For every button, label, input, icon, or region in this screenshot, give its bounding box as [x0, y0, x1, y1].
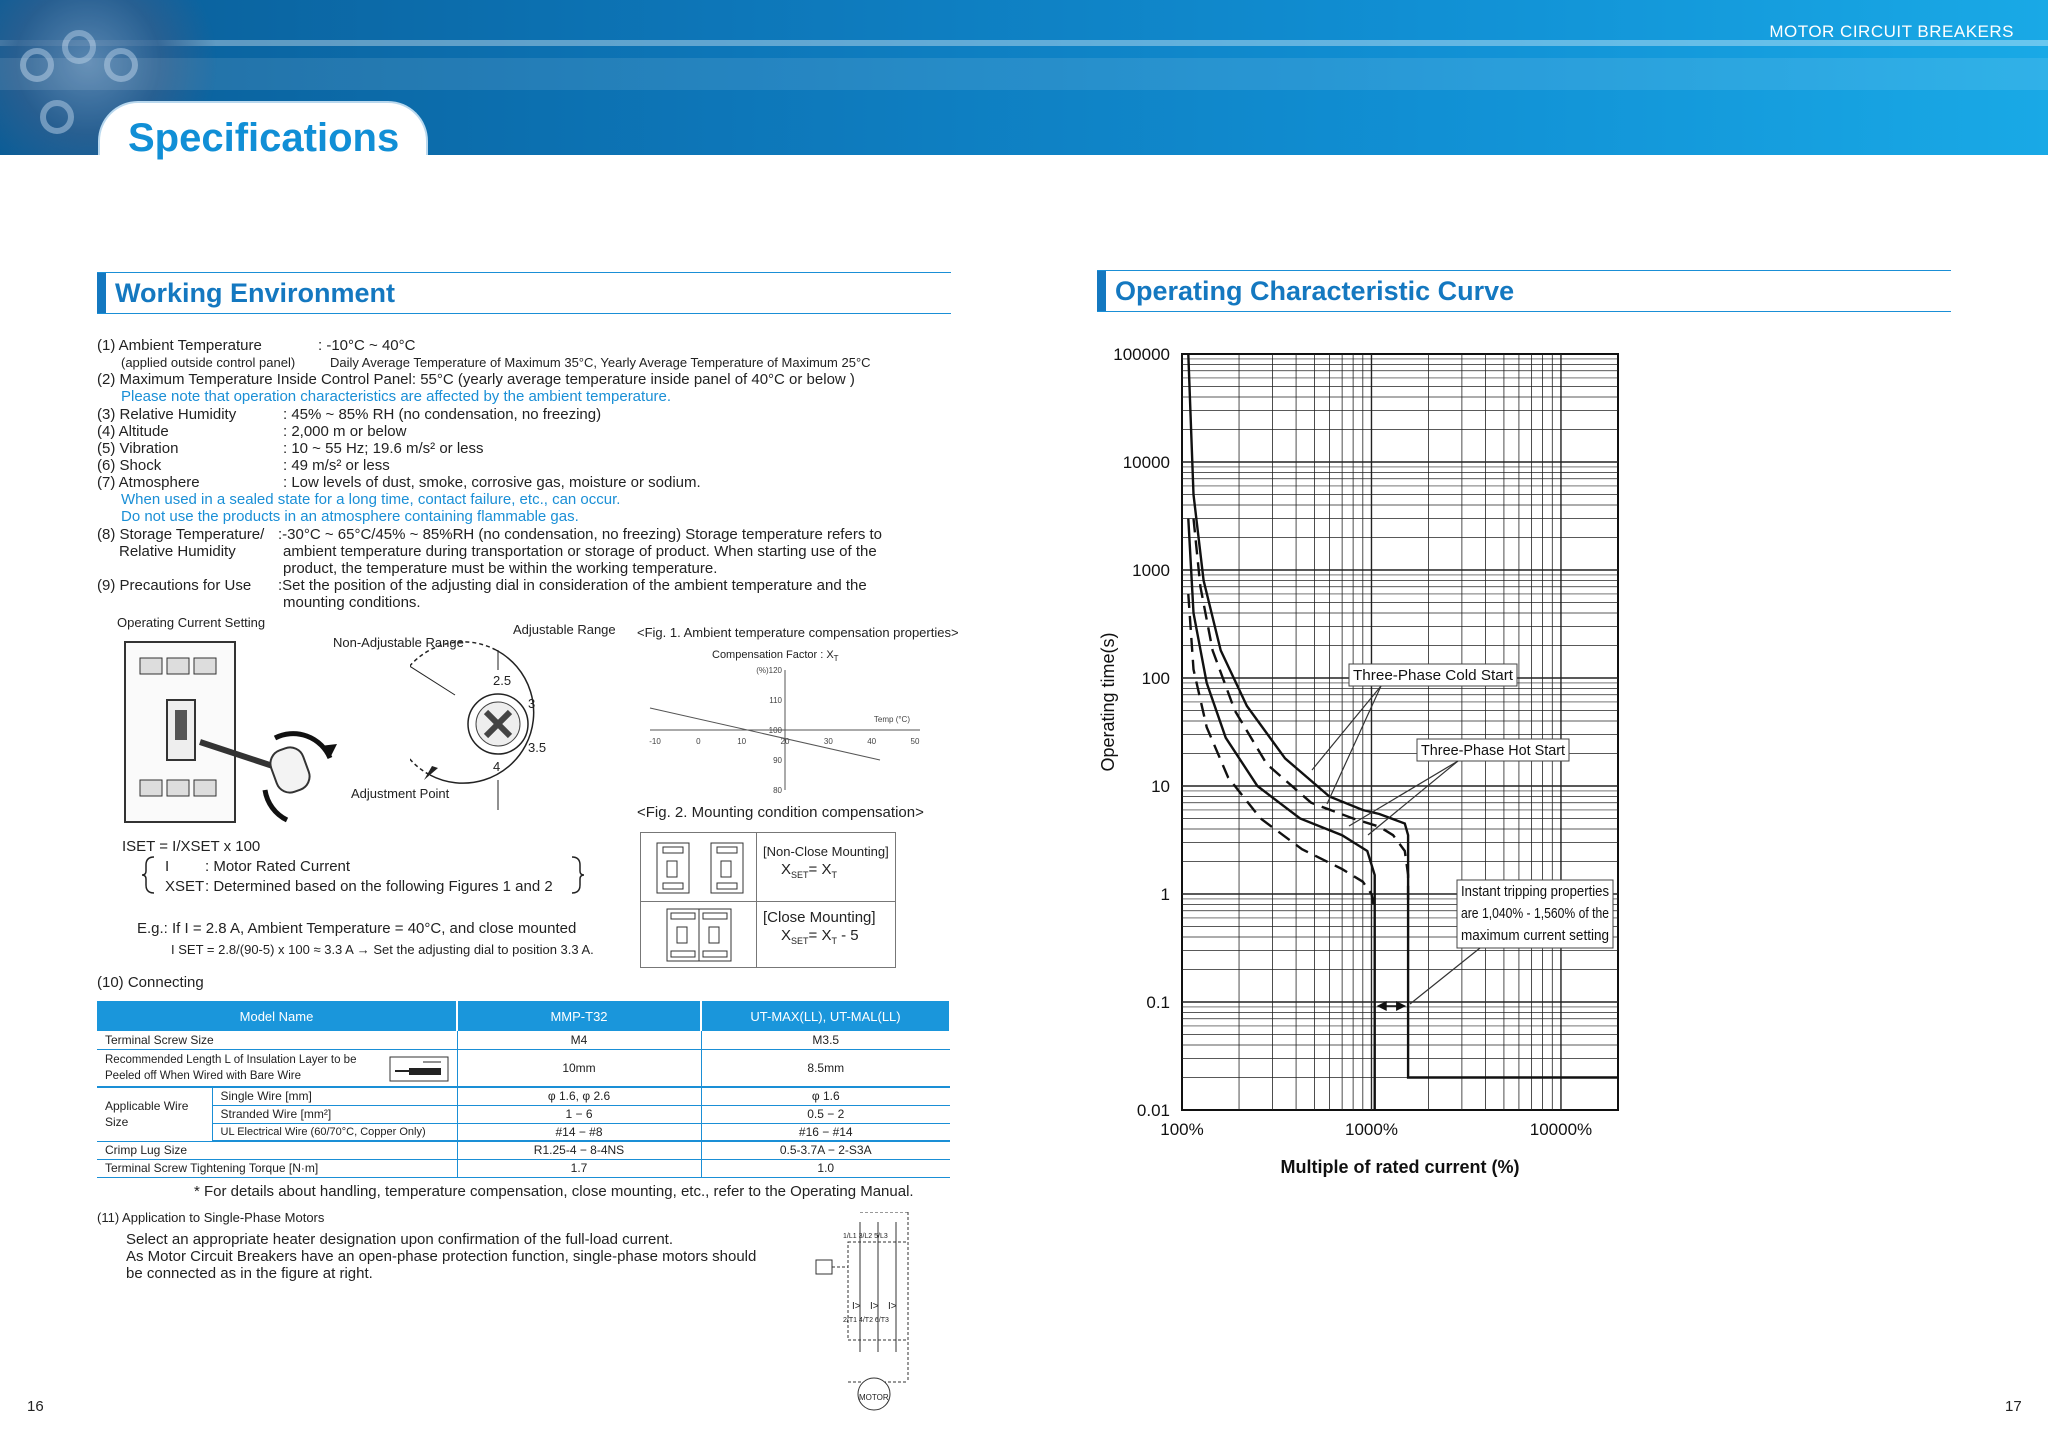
- section-working-environment: Working Environment: [97, 272, 951, 314]
- breaker-illustration: [124, 641, 337, 823]
- fig1-x-tick: 10: [737, 737, 746, 746]
- single-phase-wiring-diagram: [815, 1212, 909, 1411]
- y-tick-label: 1: [1161, 885, 1170, 904]
- non-adjustable-label: Non-Adjustable Range: [333, 635, 464, 650]
- close-mounting-icon: [666, 908, 732, 962]
- y-tick-label: 1000: [1132, 561, 1170, 580]
- fig1-x-tick: 50: [911, 737, 920, 746]
- fig1-x-tick: 30: [824, 737, 833, 746]
- arrow-head: [1376, 1001, 1387, 1011]
- brand-label: MOTOR CIRCUIT BREAKERS: [1769, 22, 2014, 41]
- x-axis-label: Multiple of rated current (%): [1280, 1157, 1519, 1177]
- leader-line: [1348, 760, 1459, 827]
- section-title: Working Environment: [115, 278, 396, 308]
- y-tick-label: 100000: [1113, 345, 1170, 364]
- curve-series: [1187, 518, 1376, 1110]
- dial-mark: 3.5: [528, 740, 547, 755]
- annotation-hot-start: Three-Phase Hot Start: [1421, 742, 1566, 759]
- connecting-table: Model Name MMP-T32 UT-MAX(LL), UT-MAL(LL…: [97, 1001, 951, 1178]
- annotation-cold-start-box: [1348, 663, 1518, 687]
- adjustable-label: Adjustable Range: [513, 622, 616, 637]
- fig1-y-tick: 100: [769, 726, 783, 735]
- y-tick-label: 0.01: [1137, 1101, 1170, 1120]
- non-close-mounting-icon: [656, 842, 744, 894]
- dial-mark: 2.5: [493, 673, 512, 688]
- curve-series: [1187, 593, 1376, 911]
- leader-line: [1311, 685, 1382, 771]
- fig1-x-tick: 40: [867, 737, 876, 746]
- leader-line: [1367, 760, 1459, 836]
- wire-length-icon: [389, 1056, 449, 1081]
- dial-mark: 4: [493, 759, 501, 774]
- annotation-instant-trip: Instant tripping properties: [1461, 883, 1609, 900]
- fig2-title: <Fig. 2. Mounting condition compensation…: [637, 804, 924, 821]
- fig1-y-tick: (%)120: [756, 666, 782, 675]
- x-tick-label: 10000%: [1530, 1120, 1592, 1139]
- x-tick-label: 1000%: [1345, 1120, 1398, 1139]
- y-tick-label: 0.1: [1146, 993, 1170, 1012]
- fig2-table: [Non-Close Mounting] XSET= XT [Close Mou…: [640, 832, 896, 968]
- fig1-x-tick: 0: [696, 737, 701, 746]
- adjusting-dial: [410, 641, 535, 810]
- operating-current-label: Operating Current Setting: [117, 615, 266, 630]
- fig1-y-tick: 80: [773, 786, 782, 795]
- fig1-factor: Compensation Factor : X: [712, 649, 834, 661]
- annotation-instant-trip: maximum current setting: [1461, 927, 1609, 944]
- annotation-hot-start-box: [1416, 738, 1570, 762]
- fig1-x-tick: 20: [781, 737, 790, 746]
- arrow-head: [1396, 1001, 1407, 1011]
- fig1-y-tick: 90: [773, 756, 782, 765]
- fig1-temperature-chart: -10 0 10 20 30 40 50 (%)120 110 100 90 80 Temp (°C): [649, 666, 920, 795]
- non-close-label: [Non-Close Mounting]: [763, 844, 889, 859]
- leader-line: [1326, 685, 1382, 805]
- fig1-title: <Fig. 1. Ambient temperature compensatio…: [637, 625, 959, 640]
- annotation-instant-trip-box: [1456, 879, 1614, 949]
- page-title: Specifications: [128, 116, 400, 160]
- page-number-left: 16: [27, 1398, 44, 1415]
- dial-mark: 3: [528, 696, 536, 711]
- section-operating-curve: Operating Characteristic Curve: [1097, 270, 1951, 312]
- fig1-y-tick: 110: [769, 696, 782, 705]
- annotation-cold-start: Three-Phase Cold Start: [1353, 667, 1514, 684]
- fig1-compensation-line: [649, 707, 881, 761]
- y-axis-label: Operating time(s): [1098, 632, 1118, 771]
- brace-right: [571, 856, 584, 894]
- close-label: [Close Mounting]: [763, 909, 876, 926]
- example-calc: I SET = 2.8/(90-5) x 100 ≈ 3.3 A → Set t…: [171, 942, 594, 957]
- y-tick-label: 10: [1151, 777, 1170, 796]
- page-number-right: 17: [2005, 1398, 2022, 1415]
- y-tick-label: 100: [1142, 669, 1170, 688]
- adjustment-point-label: Adjustment Point: [351, 786, 450, 801]
- x-tick-label: 100%: [1160, 1120, 1203, 1139]
- chart-frame: [1181, 353, 1619, 1111]
- brace-left: [142, 856, 155, 894]
- fig1-axis-label: Temp (°C): [874, 715, 910, 724]
- curve-series: [1187, 353, 1618, 1079]
- fig1-x-tick: -10: [649, 737, 661, 746]
- footnote: * For details about handling, temperatur…: [194, 1183, 914, 1200]
- iset-formula: ISET = I/XSET x 100: [122, 838, 261, 855]
- annotation-instant-trip: are 1,040% - 1,560% of the: [1461, 905, 1609, 922]
- y-tick-label: 10000: [1123, 453, 1170, 472]
- section-title: Operating Characteristic Curve: [1115, 276, 1515, 306]
- leader-line: [1409, 947, 1481, 1005]
- example-line: E.g.: If I = 2.8 A, Ambient Temperature …: [137, 920, 577, 937]
- motor-label: MOTOR: [859, 1393, 889, 1402]
- single-phase-label: (11) Application to Single-Phase Motors: [97, 1210, 325, 1225]
- connecting-label: (10) Connecting: [97, 974, 204, 991]
- curve-series: [1192, 518, 1410, 905]
